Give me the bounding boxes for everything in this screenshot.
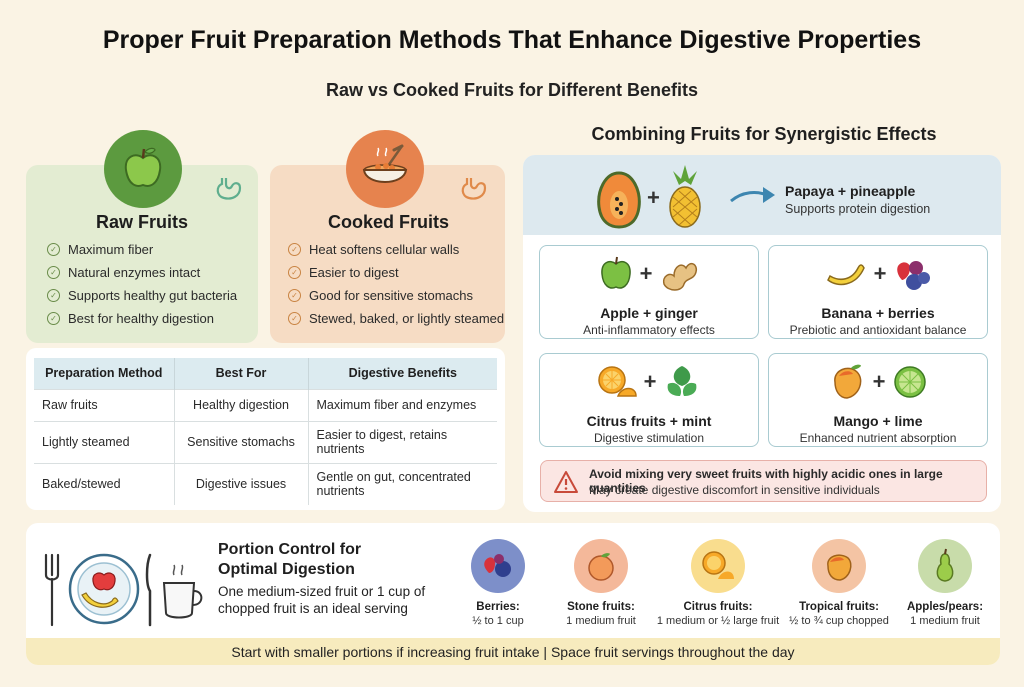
- portion-item: Citrus fruits: 1 medium or ½ large fruit: [653, 539, 783, 627]
- portion-desc: One medium-sized fruit or 1 cup of chopp…: [218, 584, 426, 616]
- plate-icon: [38, 545, 208, 634]
- combos-title: Combining Fruits for Synergistic Effects: [591, 124, 937, 144]
- plus-icon: +: [639, 261, 653, 286]
- table-cell: Baked/stewed: [34, 462, 174, 505]
- page-title: Proper Fruit Preparation Methods That En…: [102, 26, 922, 54]
- check-icon: ✓: [47, 312, 60, 325]
- berries-icon: [471, 539, 525, 593]
- combo-card: + Mango + lime Enhanced nutrient absorpt…: [768, 353, 988, 447]
- table-row: Lightly steamed Sensitive stomachs Easie…: [34, 420, 497, 463]
- table-cell: Sensitive stomachs: [173, 420, 308, 463]
- table-cell: Maximum fiber and enzymes: [307, 388, 497, 421]
- table-header-row: Preparation Method Best For Digestive Be…: [34, 358, 497, 389]
- warning-desc: May create digestive discomfort in sensi…: [589, 483, 880, 497]
- cooked-fruits-list: ✓Heat softens cellular walls ✓Easier to …: [288, 238, 504, 330]
- citrus-icon: [597, 366, 637, 397]
- table-row: Baked/stewed Digestive issues Gentle on …: [34, 462, 497, 505]
- preparation-table: Preparation Method Best For Digestive Be…: [34, 358, 497, 505]
- list-item: ✓Best for healthy digestion: [47, 307, 237, 330]
- warning-title: Avoid mixing very sweet fruits with high…: [589, 467, 943, 495]
- apple-icon: [104, 130, 182, 208]
- combos-panel: + Papaya + pineapple Supports protein di…: [523, 155, 1001, 512]
- list-item: ✓Heat softens cellular walls: [288, 238, 504, 261]
- bowl-icon: [346, 130, 424, 208]
- arrow-icon: [729, 185, 779, 212]
- portion-item: Berries: ½ to 1 cup: [433, 539, 563, 627]
- mango-icon: [812, 539, 866, 593]
- plus-icon: +: [873, 261, 887, 286]
- combo-card: + Banana + berries Prebiotic and antioxi…: [768, 245, 988, 339]
- pineapple-icon: [665, 163, 705, 234]
- combo-desc: Enhanced nutrient absorption: [799, 431, 957, 445]
- mint-icon: [668, 366, 697, 396]
- warning-box: Avoid mixing very sweet fruits with high…: [540, 460, 987, 502]
- portion-item: Stone fruits: 1 medium fruit: [536, 539, 666, 627]
- page-subtitle: Raw vs Cooked Fruits for Different Benef…: [325, 80, 699, 100]
- featured-combo-desc: Supports protein digestion: [785, 202, 931, 216]
- list-item: ✓Easier to digest: [288, 261, 504, 284]
- check-icon: ✓: [47, 243, 60, 256]
- featured-combo: + Papaya + pineapple Supports protein di…: [523, 155, 1001, 235]
- combo-card: + Apple + ginger Anti-inflammatory effec…: [539, 245, 759, 339]
- raw-fruits-list: ✓Maximum fiber ✓Natural enzymes intact ✓…: [47, 238, 237, 330]
- check-icon: ✓: [47, 266, 60, 279]
- check-icon: ✓: [288, 312, 301, 325]
- ginger-icon: [663, 262, 698, 291]
- portion-panel: Portion Control for Optimal Digestion On…: [26, 523, 1000, 665]
- apple-icon: [600, 256, 631, 289]
- combo-name: Banana + berries: [821, 305, 935, 321]
- banana-icon: [826, 264, 865, 286]
- berries-icon: [897, 261, 931, 290]
- combo-name: Citrus fruits + mint: [586, 413, 712, 429]
- table-cell: Easier to digest, retains nutrients: [307, 420, 497, 463]
- column-header: Preparation Method: [45, 366, 163, 381]
- footer-tips: Start with smaller portions if increasin…: [26, 638, 1000, 665]
- combo-name: Apple + ginger: [600, 305, 698, 321]
- check-icon: ✓: [47, 289, 60, 302]
- combo-desc: Anti-inflammatory effects: [583, 323, 715, 337]
- combo-card: + Citrus fruits + mint Digestive stimula…: [539, 353, 759, 447]
- check-icon: ✓: [288, 266, 301, 279]
- pear-icon: [918, 539, 972, 593]
- column-header: Best For: [173, 358, 308, 389]
- plus-icon: +: [647, 185, 660, 210]
- stomach-icon: [459, 176, 489, 207]
- check-icon: ✓: [288, 289, 301, 302]
- list-item: ✓Stewed, baked, or lightly steamed: [288, 307, 504, 330]
- raw-fruits-title: Raw Fruits: [96, 212, 189, 232]
- combo-name: Mango + lime: [833, 413, 923, 429]
- list-item: ✓Supports healthy gut bacteria: [47, 284, 237, 307]
- featured-combo-name: Papaya + pineapple: [785, 183, 916, 199]
- list-item: ✓Good for sensitive stomachs: [288, 284, 504, 307]
- table-cell: Gentle on gut, concentrated nutrients: [307, 462, 497, 505]
- table-cell: Lightly steamed: [34, 420, 174, 463]
- stomach-icon: [214, 176, 244, 207]
- lime-icon: [894, 366, 927, 398]
- papaya-icon: [593, 171, 645, 234]
- table-cell: Raw fruits: [34, 388, 174, 421]
- warning-icon: [553, 470, 579, 499]
- combo-desc: Prebiotic and antioxidant balance: [789, 323, 967, 337]
- portion-item: Tropical fruits: ½ to ¾ cup chopped: [774, 539, 904, 627]
- list-item: ✓Maximum fiber: [47, 238, 237, 261]
- citrus-icon: [691, 539, 745, 593]
- list-item: ✓Natural enzymes intact: [47, 261, 237, 284]
- mango-icon: [833, 364, 861, 399]
- table-cell: Digestive issues: [173, 462, 308, 505]
- column-header: Digestive Benefits: [307, 358, 497, 389]
- check-icon: ✓: [288, 243, 301, 256]
- portion-item: Apples/pears: 1 medium fruit: [880, 539, 1000, 627]
- table-cell: Healthy digestion: [173, 388, 308, 421]
- cooked-fruits-title: Cooked Fruits: [328, 212, 450, 232]
- peach-icon: [574, 539, 628, 593]
- combo-desc: Digestive stimulation: [593, 431, 705, 445]
- preparation-table-card: Preparation Method Best For Digestive Be…: [26, 348, 505, 510]
- portion-title: Portion Control for Optimal Digestion: [218, 541, 362, 578]
- plus-icon: +: [643, 369, 657, 394]
- plus-icon: +: [872, 369, 886, 394]
- table-row: Raw fruits Healthy digestion Maximum fib…: [34, 388, 497, 421]
